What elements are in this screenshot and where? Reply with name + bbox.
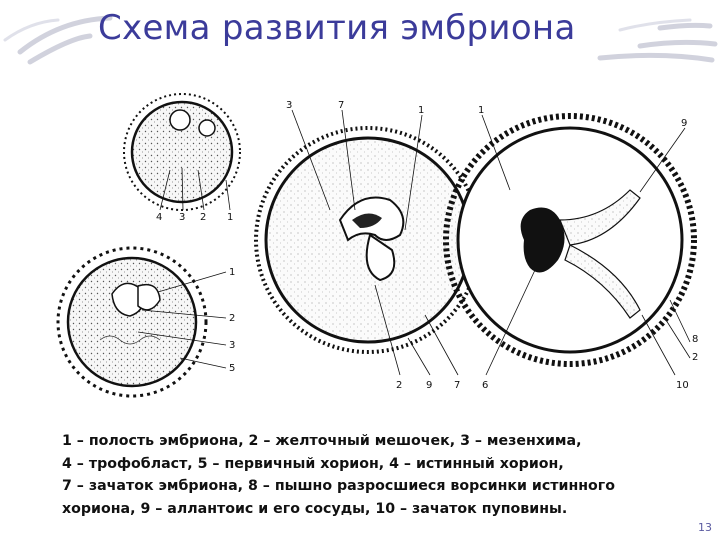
stage-1-blastocyst: 4 3 2 1 <box>124 94 240 223</box>
stage3-label-2: 2 <box>396 380 402 391</box>
legend-line-1: 1 – полость эмбриона, 2 – желточный мешо… <box>62 430 712 453</box>
stage-3-embryo: 3 7 1 2 9 7 <box>256 100 480 391</box>
stage3-label-9: 9 <box>426 380 432 391</box>
embryo-diagram: 4 3 2 1 1 2 3 5 <box>30 70 700 400</box>
stage4-label-9: 9 <box>681 118 687 129</box>
slide-title: Схема развития эмбриона <box>98 8 576 48</box>
stage2-label-2: 2 <box>229 313 235 324</box>
stage4-label-2: 2 <box>692 352 698 363</box>
stage1-label-3: 3 <box>179 212 185 223</box>
stage1-label-2: 2 <box>200 212 206 223</box>
stage3-label-1: 1 <box>418 105 424 116</box>
page-number: 13 <box>698 521 712 534</box>
stage2-label-5: 5 <box>229 363 235 374</box>
legend-line-2: 4 – трофобласт, 5 – первичный хорион, 4 … <box>62 453 712 476</box>
stage3-label-7b: 7 <box>454 380 460 391</box>
stage-2-primary-chorion: 1 2 3 5 <box>58 248 235 396</box>
stage3-label-3: 3 <box>286 100 292 111</box>
legend-line-3: 7 – зачаток эмбриона, 8 – пышно разросши… <box>62 475 712 498</box>
legend-caption: 1 – полость эмбриона, 2 – желточный мешо… <box>62 430 712 520</box>
stage4-label-8: 8 <box>692 334 698 345</box>
stage3-label-7: 7 <box>338 100 344 111</box>
stage4-label-1: 1 <box>478 105 484 116</box>
stage4-label-10: 10 <box>676 380 689 391</box>
legend-line-4: хориона, 9 – аллантоис и его сосуды, 10 … <box>62 498 712 521</box>
stage4-label-6: 6 <box>482 380 488 391</box>
stage2-label-1: 1 <box>229 267 235 278</box>
stage1-label-4: 4 <box>156 212 162 223</box>
stage-4-true-chorion: 1 9 8 2 10 6 <box>446 105 698 391</box>
stage2-label-3: 3 <box>229 340 235 351</box>
stage1-label-1: 1 <box>227 212 233 223</box>
